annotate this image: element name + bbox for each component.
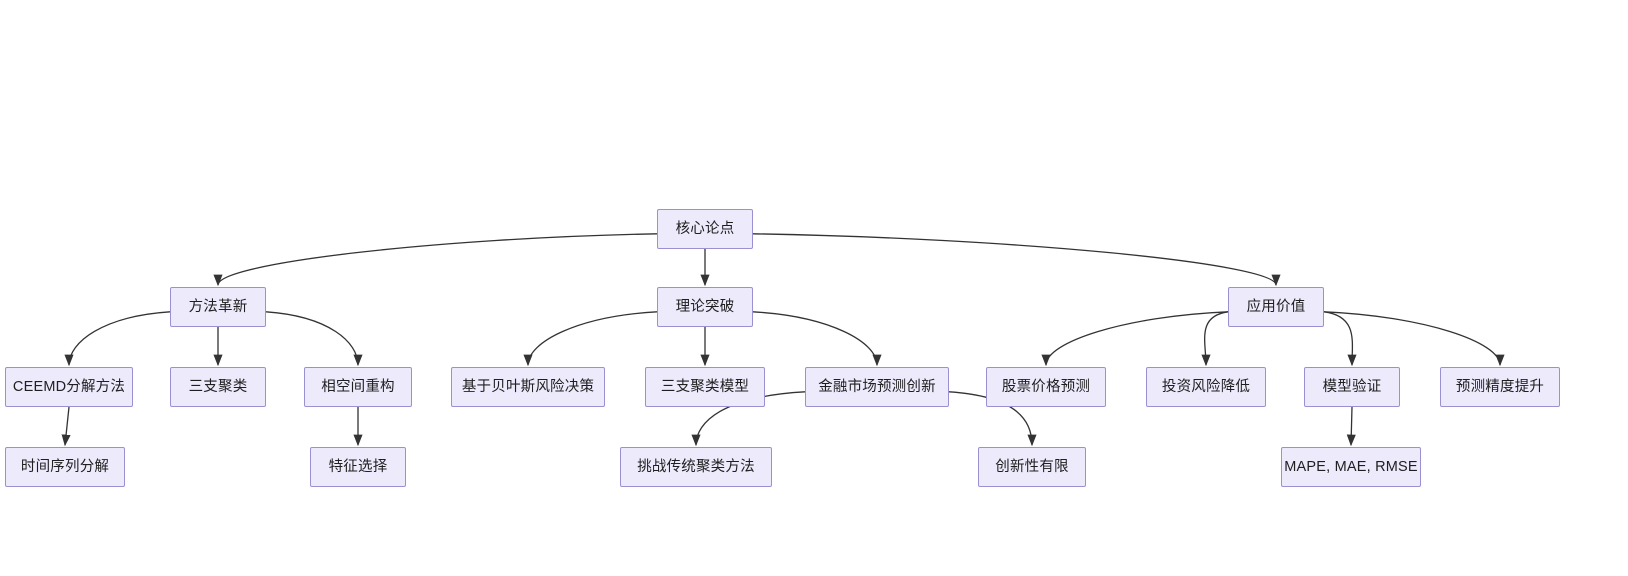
flowchart-node-l3b[interactable]: 特征选择	[310, 447, 406, 487]
node-label: 创新性有限	[995, 458, 1069, 475]
node-label: 金融市场预测创新	[818, 378, 936, 395]
flowchart-node-l2j[interactable]: 预测精度提升	[1440, 367, 1560, 407]
flowchart-node-root[interactable]: 核心论点	[657, 209, 753, 249]
node-label: 应用价值	[1246, 298, 1306, 315]
flowchart-node-l3e[interactable]: MAPE, MAE, RMSE	[1281, 447, 1421, 487]
node-label: 相空间重构	[321, 378, 395, 395]
node-label: 特征选择	[328, 458, 388, 475]
flowchart-node-l1b[interactable]: 理论突破	[657, 287, 753, 327]
flowchart-node-l3c[interactable]: 挑战传统聚类方法	[620, 447, 772, 487]
flowchart-node-l2a[interactable]: CEEMD分解方法	[5, 367, 133, 407]
node-label: 基于贝叶斯风险决策	[461, 378, 595, 395]
flowchart-node-l3a[interactable]: 时间序列分解	[5, 447, 125, 487]
flowchart-node-l2g[interactable]: 股票价格预测	[986, 367, 1106, 407]
flowchart-node-l2e[interactable]: 三支聚类模型	[645, 367, 765, 407]
flowchart-node-l2d[interactable]: 基于贝叶斯风险决策	[451, 367, 605, 407]
flowchart-node-l3d[interactable]: 创新性有限	[978, 447, 1086, 487]
flowchart-node-l1a[interactable]: 方法革新	[170, 287, 266, 327]
flowchart-node-l2b[interactable]: 三支聚类	[170, 367, 266, 407]
node-label: 方法革新	[188, 298, 248, 315]
node-label: 核心论点	[675, 220, 735, 237]
flowchart-node-l2i[interactable]: 模型验证	[1304, 367, 1400, 407]
node-label: 挑战传统聚类方法	[637, 458, 755, 475]
node-label: MAPE, MAE, RMSE	[1284, 458, 1418, 475]
flowchart-node-l2f[interactable]: 金融市场预测创新	[805, 367, 949, 407]
node-label: CEEMD分解方法	[12, 378, 126, 395]
node-label: 预测精度提升	[1455, 378, 1545, 395]
flowchart-node-l2c[interactable]: 相空间重构	[304, 367, 412, 407]
node-label: 三支聚类	[188, 378, 248, 395]
node-label: 时间序列分解	[20, 458, 110, 475]
node-label: 理论突破	[675, 298, 735, 315]
flowchart-node-l2h[interactable]: 投资风险降低	[1146, 367, 1266, 407]
node-label: 投资风险降低	[1161, 378, 1251, 395]
flowchart-node-l1c[interactable]: 应用价值	[1228, 287, 1324, 327]
node-label: 三支聚类模型	[660, 378, 750, 395]
node-label: 模型验证	[1322, 378, 1382, 395]
node-label: 股票价格预测	[1001, 378, 1091, 395]
